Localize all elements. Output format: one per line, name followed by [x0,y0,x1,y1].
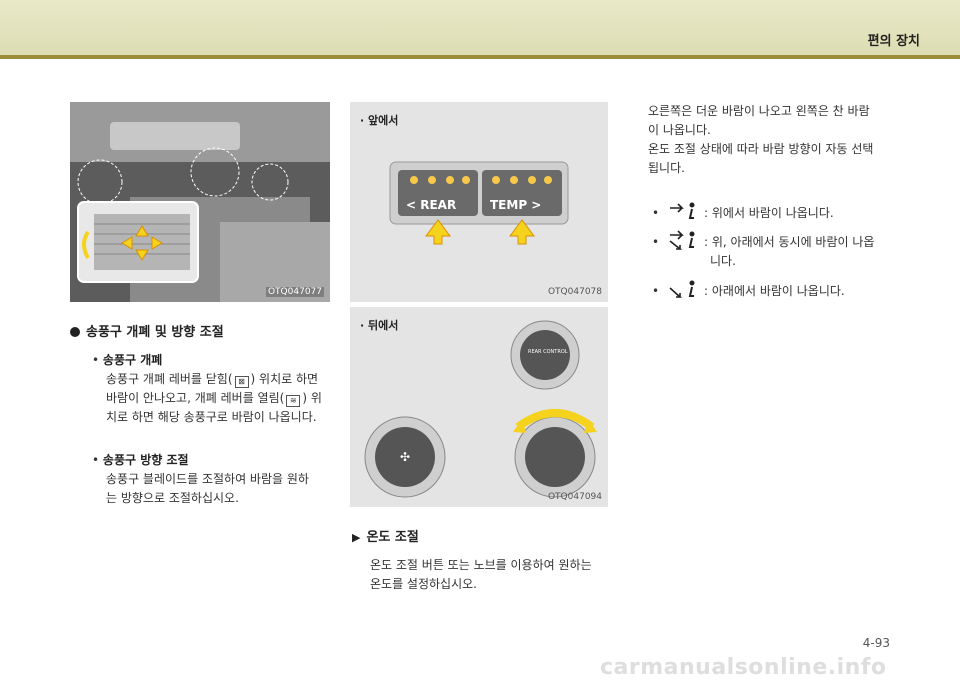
rear-control-knob-label: REAR CONTROL [528,349,568,355]
figure-label: · 앞에서 [360,114,399,127]
mode-item-up: • [652,206,660,220]
rear-button-label: < REAR [406,198,457,212]
vent-open-title: • 송풍구 개폐 [92,353,163,367]
figure-code: OTQ047077 [265,287,324,297]
mode-up-text: : 위에서 바람이 나옵니다. [704,206,834,220]
header-divider [0,55,960,59]
page-number: 4-93 [862,636,890,650]
front-buttons-illustration [389,161,569,245]
vent-direction-line-1: 송풍구 블레이드를 조절하여 바람을 원하 [106,472,309,486]
vent-closed-icon: ⊠ [234,376,249,388]
temp-button-label: TEMP > [490,198,542,212]
figure-label: · 뒤에서 [360,319,399,332]
section-heading-vent: 송풍구 개폐 및 방향 조절 [70,323,224,342]
svg-text:✣: ✣ [400,450,410,464]
front-control-figure: · 앞에서 < REAR TEMP > OTQ047078 [350,102,608,302]
header-bar [0,0,960,58]
page-section-title: 편의 장치 [867,34,920,49]
vent-direction-line-2: 는 방향으로 조절하십시오. [106,491,239,505]
vent-open-line-1: 송풍구 개폐 레버를 닫힘(⊠) 위치로 하면 [106,372,319,388]
mode-item-floor: • [652,284,660,298]
right-intro-line-4: 됩니다. [648,161,685,175]
vent-open-line-2: 바람이 안나오고, 개폐 레버를 열림(≋) 위 [106,391,322,407]
vent-open-icon: ≋ [286,395,301,407]
watermark-text: carmanualsonline.info [600,655,887,680]
mode-floor-text: : 아래에서 바람이 나옵니다. [704,284,845,298]
figure-code: OTQ047094 [547,492,602,502]
rear-knobs-illustration: ✣ [364,320,597,498]
temp-line-1: 온도 조절 버튼 또는 노브를 이용하여 원하는 [370,558,592,572]
vent-up-icon [670,202,695,219]
right-intro-line-2: 이 나옵니다. [648,123,711,137]
rear-control-figure: · 뒤에서 ✣ REAR CONTROL OTQ047094 [350,307,608,507]
figure-code: OTQ047078 [547,287,602,297]
mode-bilevel-text-2: 니다. [710,254,736,268]
temp-line-2: 온도를 설정하십시오. [370,577,477,591]
vent-photo-illustration [70,102,330,302]
mode-item-bilevel: • [652,235,660,249]
bullet-icon [70,327,80,337]
right-intro-line-3: 온도 조절 상태에 따라 바람 방향이 자동 선택 [648,142,874,156]
section-heading-temp: ▶온도 조절 [352,530,419,545]
triangle-right-icon: ▶ [352,531,361,544]
mode-bilevel-text: : 위, 아래에서 동시에 바람이 나옵 [704,235,875,249]
vent-direction-title: • 송풍구 방향 조절 [92,453,189,467]
right-intro-line-1: 오른쪽은 더운 바람이 나오고 왼쪽은 찬 바람 [648,104,870,118]
vent-bilevel-icon [669,230,695,250]
vent-open-line-3: 치로 하면 해당 송풍구로 바람이 나옵니다. [106,410,317,424]
rear-vent-photo: OTQ047077 [70,102,330,302]
vent-floor-icon [669,280,695,298]
